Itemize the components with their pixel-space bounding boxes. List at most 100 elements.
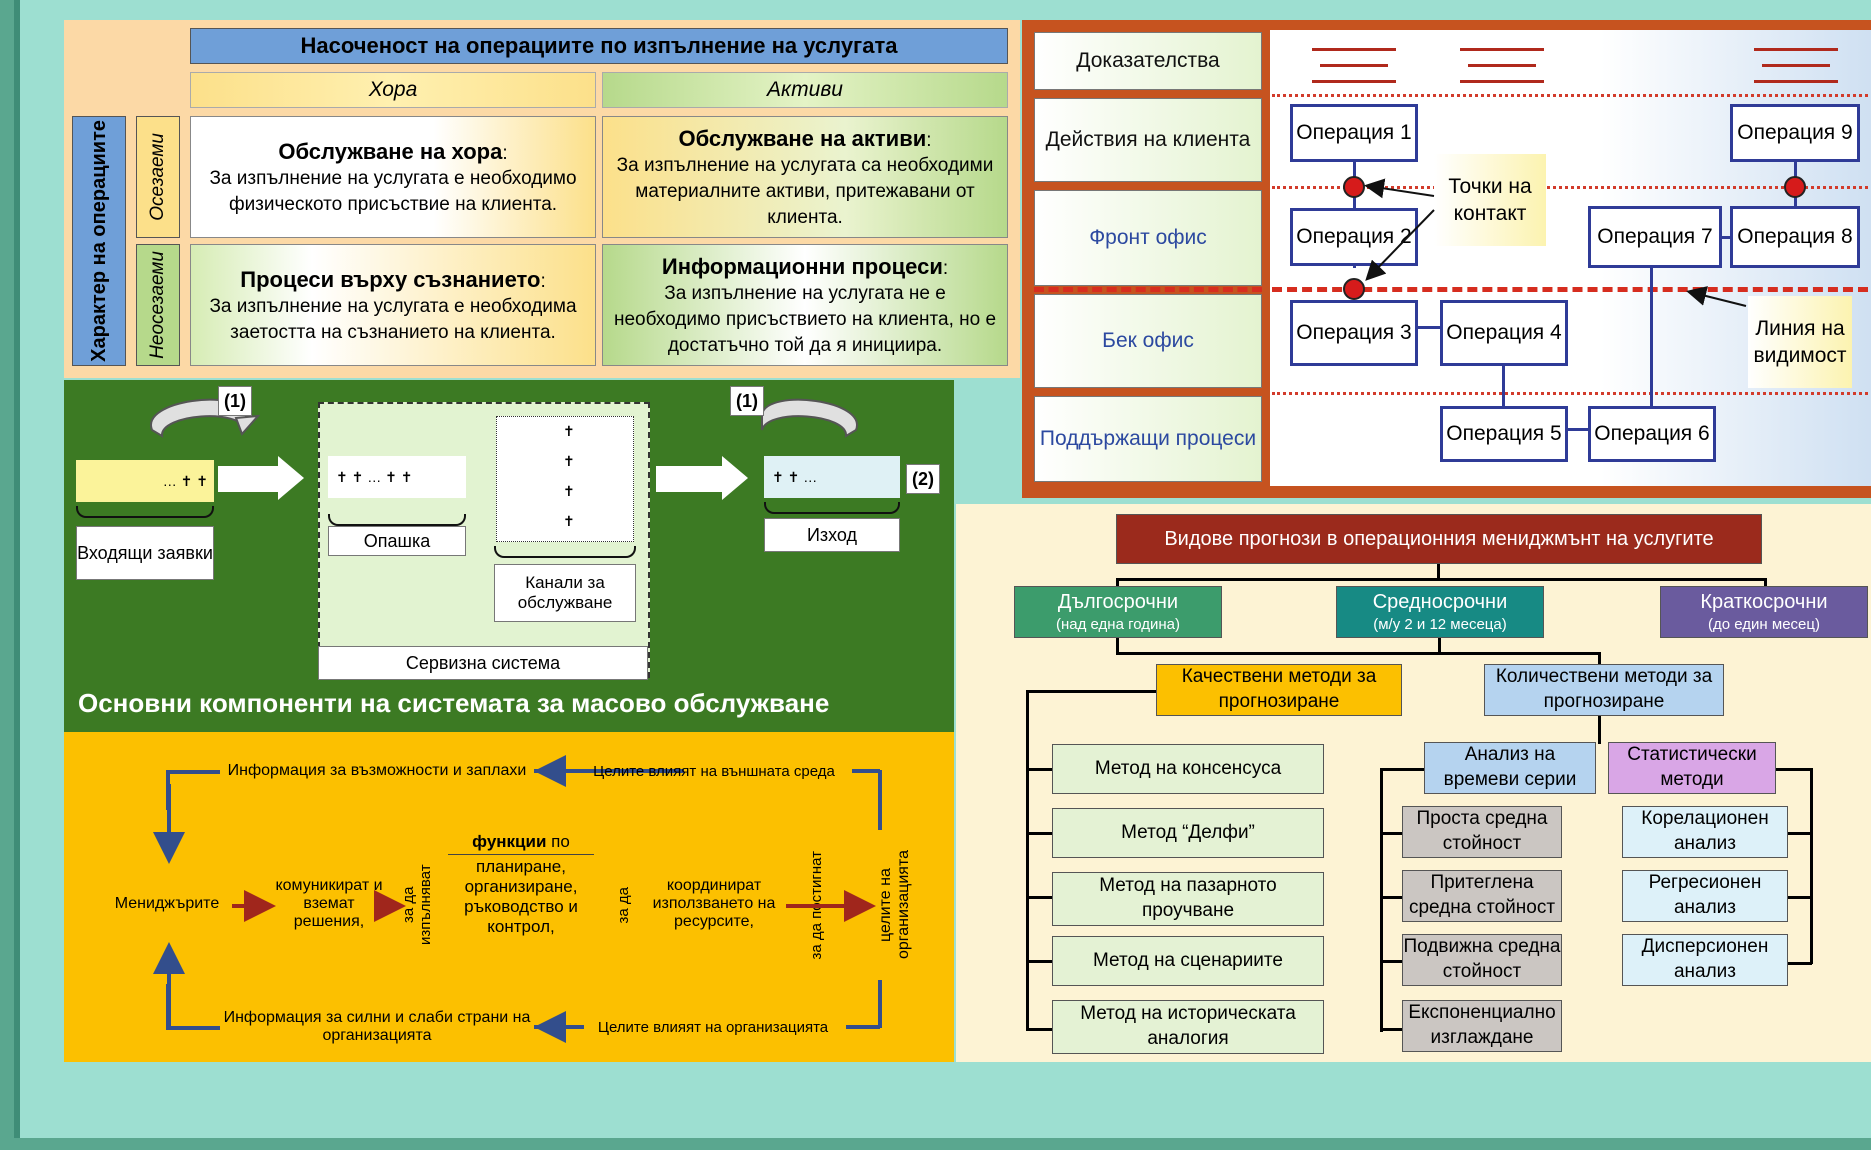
stat-branch-1 bbox=[1788, 832, 1812, 835]
ts-branch-1 bbox=[1380, 832, 1402, 835]
ts-method-4: Експоненциално изглаждане bbox=[1402, 1000, 1562, 1052]
stat-trunk bbox=[1810, 768, 1813, 964]
link-op7-op6 bbox=[1650, 262, 1653, 410]
qual-method-4: Метод на сценариите bbox=[1052, 936, 1324, 986]
cell-mind-processes-text: За изпълнение на услугата е необходима з… bbox=[209, 296, 577, 343]
link-left-top bbox=[166, 770, 220, 774]
link-top-b bbox=[852, 769, 880, 773]
operation-3: Операция 3 bbox=[1290, 300, 1418, 366]
qual-branch-4 bbox=[1026, 960, 1052, 963]
link-top-a bbox=[534, 769, 684, 773]
stat-branch-3 bbox=[1788, 962, 1812, 965]
visibility-dashed-line-lanes bbox=[1034, 287, 1262, 292]
qual-branch-5 bbox=[1026, 1028, 1052, 1031]
lane-front-office: Фронт офис bbox=[1034, 190, 1262, 286]
cell-serving-assets-title: Обслужване на активи bbox=[678, 125, 927, 151]
channel-figure-1: ✝ bbox=[563, 423, 575, 439]
channel-figure-2: ✝ bbox=[563, 453, 575, 469]
evidence-line-3c bbox=[1754, 80, 1838, 83]
f-link-bar-2 bbox=[1116, 652, 1600, 655]
lane-customer-actions: Действия на клиента bbox=[1034, 98, 1262, 182]
cell-mind-processes: Процеси върху съзнанието: За изпълнение … bbox=[190, 244, 596, 366]
incoming-queue-box: … ✝ ✝ bbox=[76, 460, 214, 502]
lane-back-office: Бек офис bbox=[1034, 294, 1262, 388]
evidence-line-2c bbox=[1460, 80, 1544, 83]
queue-box: ✝ ✝ … ✝ ✝ bbox=[328, 456, 466, 498]
channels-brace bbox=[494, 546, 636, 558]
column-assets: Активи bbox=[602, 72, 1008, 108]
stat-method-3: Дисперсионен анализ bbox=[1622, 934, 1788, 986]
f-link-mid-down bbox=[1438, 638, 1441, 654]
arrow-body-1 bbox=[218, 466, 278, 492]
goals-org-label: Целите влияят на организацията bbox=[597, 1018, 829, 1036]
functions-list: планиране, организиране, ръководство и к… bbox=[464, 857, 578, 936]
qualitative-box: Качествени методи за прогнозиране bbox=[1156, 664, 1402, 716]
operation-7: Операция 7 bbox=[1588, 206, 1722, 268]
ts-trunk bbox=[1380, 768, 1383, 1032]
internal-line bbox=[1272, 392, 1868, 395]
cell-serving-people: Обслужване на хора: За изпълнение на усл… bbox=[190, 116, 596, 238]
cell-mind-processes-title: Процеси върху съзнанието bbox=[240, 266, 541, 292]
quantitative-box: Количествени методи за прогнозиране bbox=[1484, 664, 1724, 716]
touch-point-3 bbox=[1784, 176, 1806, 198]
row-intangible: Неосезаеми bbox=[136, 244, 180, 366]
link-left-bottom bbox=[166, 1026, 220, 1030]
functions-box: функции по планиране, организиране, ръко… bbox=[448, 830, 594, 954]
left-frame-inner bbox=[14, 0, 20, 1150]
operation-6: Операция 6 bbox=[1588, 406, 1716, 462]
ts-method-2: Притеглена средна стойност bbox=[1402, 870, 1562, 922]
link-op3-op4 bbox=[1400, 326, 1442, 329]
channels-label: Канали за обслужване bbox=[494, 564, 636, 622]
f-link-long-down bbox=[1116, 638, 1119, 654]
touch-points-label: Точки на контакт bbox=[1434, 154, 1546, 246]
info-strengths-box: Информация за силни и слаби страни на ор… bbox=[223, 1009, 531, 1044]
bottom-frame bbox=[0, 1138, 1871, 1150]
link-op4-op5 bbox=[1502, 346, 1505, 410]
qual-method-2: Метод “Делфи” bbox=[1052, 808, 1324, 858]
evidence-line-2a bbox=[1460, 48, 1544, 51]
f-link-quant bbox=[1598, 652, 1601, 664]
row-header-label: Характер на операциите bbox=[88, 120, 110, 362]
qual-branch-3 bbox=[1026, 896, 1052, 899]
feedback-arrow-right-icon bbox=[761, 398, 858, 438]
callout-arrows-icon bbox=[1364, 178, 1747, 307]
qual-method-5: Метод на историческата аналогия bbox=[1052, 1000, 1324, 1054]
incoming-brace bbox=[76, 506, 214, 518]
lane-evidence: Доказателства bbox=[1034, 32, 1262, 90]
stat-method-1: Корелационен анализ bbox=[1622, 806, 1788, 858]
colon: : bbox=[540, 270, 546, 292]
visibility-line-label: Линия на видимост bbox=[1748, 296, 1852, 388]
matrix-title: Насоченост на операциите по изпълнение н… bbox=[190, 28, 1008, 64]
link-op7-op8 bbox=[1720, 236, 1732, 239]
channel-figure-3: ✝ bbox=[563, 483, 575, 499]
evidence-line-3a bbox=[1754, 48, 1838, 51]
quant-link-down bbox=[1598, 716, 1601, 744]
link-op5-op6 bbox=[1564, 428, 1590, 431]
operation-4: Операция 4 bbox=[1440, 300, 1568, 366]
cell-info-processes-text: За изпълнение на услугата не е необходим… bbox=[613, 283, 997, 356]
ts-branch-2 bbox=[1380, 896, 1402, 899]
long-term-sub: (над една година) bbox=[1055, 616, 1180, 634]
coordinate-box: координират използването на ресурсите, bbox=[652, 877, 776, 930]
column-people: Хора bbox=[190, 72, 596, 108]
lane-support-processes: Поддържащи процеси bbox=[1034, 396, 1262, 482]
goals-external-label: Целите влияят на външната среда bbox=[593, 762, 835, 780]
evidence-line-2b bbox=[1468, 64, 1536, 67]
colon: : bbox=[926, 129, 932, 151]
stat-link bbox=[1776, 768, 1812, 771]
ts-method-1: Проста средна стойност bbox=[1402, 806, 1562, 858]
exit-label: Изход bbox=[764, 518, 900, 552]
f-link-short bbox=[1764, 578, 1767, 588]
row-tangible: Осезаеми bbox=[136, 116, 180, 238]
short-term-label: Краткосрочни bbox=[1700, 591, 1828, 614]
incoming-label: Входящи заявки bbox=[76, 526, 214, 580]
row-header: Характер на операциите bbox=[72, 116, 126, 366]
f-link-horizontal bbox=[1116, 578, 1764, 581]
interaction-line-1 bbox=[1272, 94, 1868, 97]
evidence-line-1c bbox=[1312, 80, 1396, 83]
operation-8: Операция 8 bbox=[1730, 206, 1860, 268]
qual-method-3: Метод на пазарното проучване bbox=[1052, 872, 1324, 926]
channels-box: ✝ ✝ ✝ ✝ bbox=[496, 416, 634, 542]
evidence-line-1b bbox=[1320, 64, 1388, 67]
stat-branch-2 bbox=[1788, 896, 1812, 899]
